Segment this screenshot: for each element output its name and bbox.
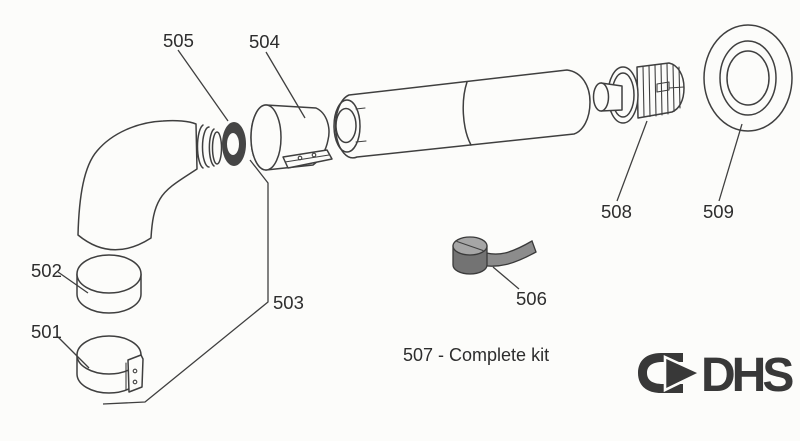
dhs-arrow-icon bbox=[638, 353, 683, 393]
tape-ribbon bbox=[475, 240, 537, 267]
part-label-502: 502 bbox=[31, 260, 62, 281]
leader-509 bbox=[718, 123, 743, 202]
tube-rim-inner bbox=[333, 99, 361, 153]
part-label-504: 504 bbox=[249, 31, 280, 52]
part-label-501: 501 bbox=[31, 321, 62, 342]
leader-508 bbox=[616, 120, 648, 202]
flue-tube bbox=[333, 69, 591, 159]
tube-seam bbox=[462, 81, 472, 146]
tube-inner-pipe bbox=[335, 107, 357, 144]
drum-ribs bbox=[642, 63, 685, 118]
part-label-509: 509 bbox=[703, 201, 734, 222]
collar-face bbox=[250, 104, 282, 171]
dhs-arrowhead-icon bbox=[663, 354, 704, 393]
leader-501 bbox=[57, 336, 90, 369]
part-labels: 505 504 502 501 503 506 508 509 bbox=[31, 30, 734, 342]
part-label-506: 506 bbox=[516, 288, 547, 309]
dhs-logo: DHS bbox=[638, 349, 797, 402]
band-bracket bbox=[127, 354, 144, 393]
terminal-508 bbox=[592, 62, 685, 124]
part-label-505: 505 bbox=[163, 30, 194, 51]
locking-band-502 bbox=[76, 254, 142, 314]
leader-502 bbox=[57, 271, 89, 294]
gasket-505 bbox=[222, 122, 247, 166]
elbow-pipe bbox=[77, 119, 223, 251]
elbow-outlet-ribs bbox=[196, 124, 223, 169]
leader-lines bbox=[57, 49, 743, 405]
leader-504 bbox=[265, 51, 306, 119]
complete-kit-caption: 507 - Complete kit bbox=[403, 345, 549, 365]
locking-band-501 bbox=[76, 335, 144, 394]
part-label-503: 503 bbox=[273, 292, 304, 313]
collar-504 bbox=[250, 104, 333, 171]
leader-506 bbox=[492, 266, 520, 290]
collar-bracket bbox=[282, 149, 333, 169]
wall-ring-509 bbox=[703, 24, 793, 132]
leader-505 bbox=[177, 49, 229, 122]
part-label-508: 508 bbox=[601, 201, 632, 222]
tape-roll-506 bbox=[452, 236, 537, 275]
leader-503 bbox=[102, 159, 269, 405]
elbow-body bbox=[77, 119, 198, 251]
dhs-logo-text: DHS bbox=[701, 349, 793, 402]
